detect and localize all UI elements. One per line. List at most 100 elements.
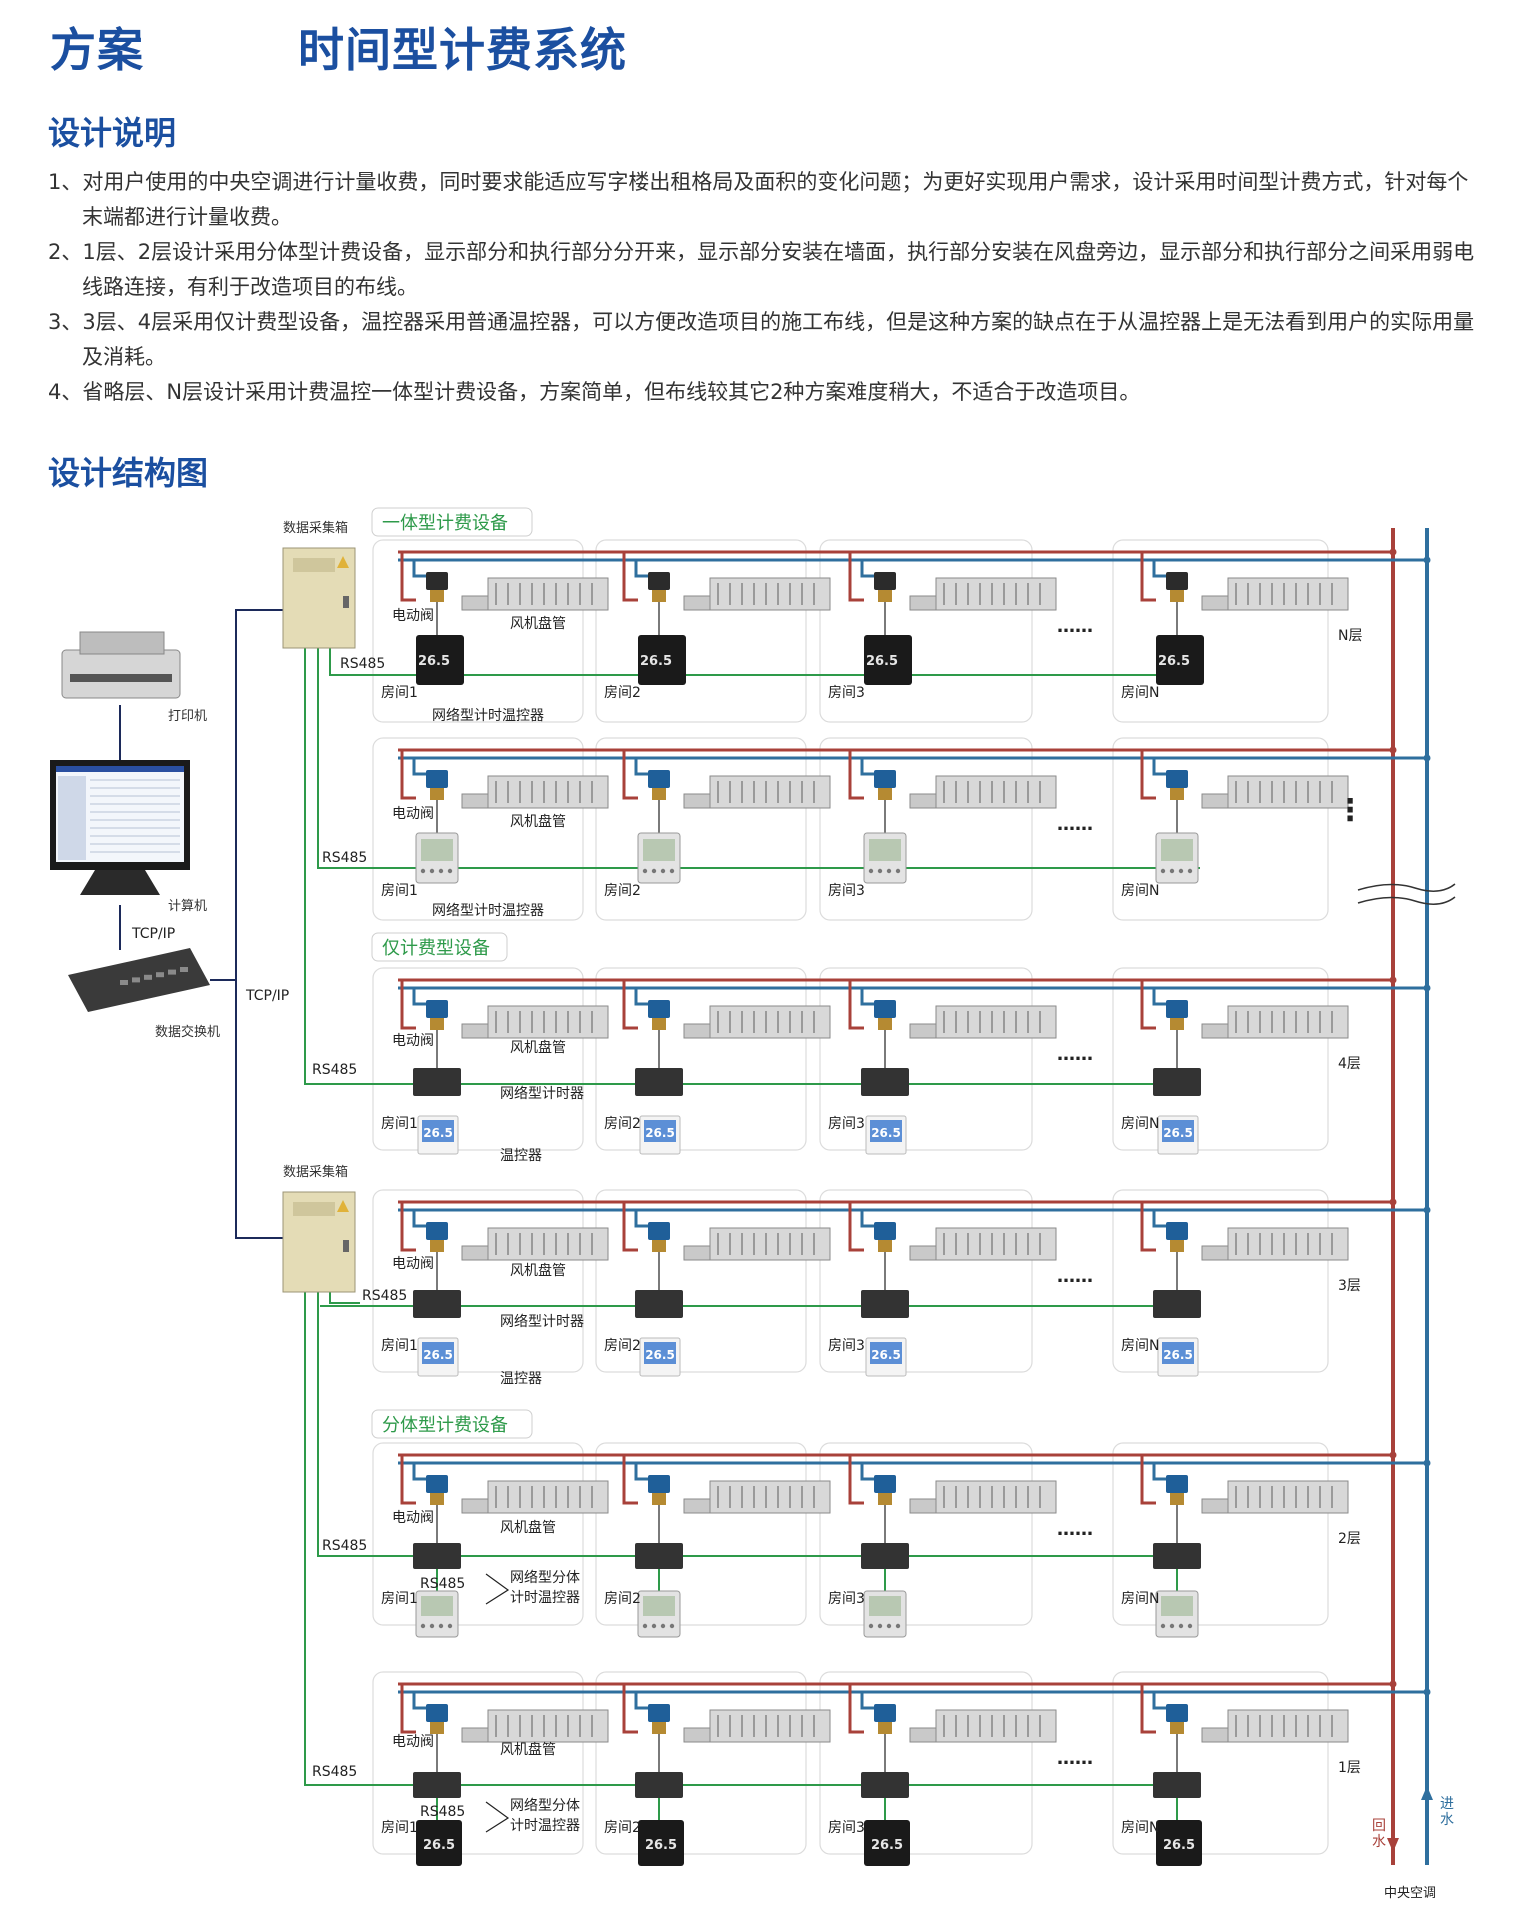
coil-connector (461, 1023, 489, 1039)
thermostat-reading: 26.5 (866, 654, 898, 669)
pipe-joint (1389, 976, 1397, 984)
switch-label: 数据交换机 (155, 1024, 220, 1040)
pipe-joint (1389, 1198, 1397, 1206)
fan-coil-unit-icon (487, 1005, 609, 1039)
rs485-feeder (329, 648, 380, 676)
split-display-dark-icon (1156, 1820, 1202, 1866)
structure-heading: 设计结构图 (48, 454, 209, 492)
network-timer-icon (413, 1068, 461, 1096)
rs485-label: RS485 (420, 1804, 465, 1820)
coil-connector (683, 595, 711, 611)
rs485-label: RS485 (322, 850, 367, 866)
thermostat-button (1160, 1623, 1166, 1629)
floor-label: 2层 (1338, 1531, 1361, 1547)
thermostat-button (1160, 868, 1166, 874)
valve-actuator-icon (648, 1475, 670, 1493)
fan-coil-unit-icon (709, 775, 831, 809)
valve-body-icon (652, 590, 666, 602)
rs485-feeder (317, 1292, 330, 1557)
room-label: 房间1 (381, 1820, 418, 1836)
collector-nameplate (293, 558, 335, 572)
switch-port (180, 967, 188, 972)
rs485-label: RS485 (322, 1538, 367, 1554)
supply-drop-pipe (412, 1692, 426, 1710)
coil-connector (461, 595, 489, 611)
room-label: 房间3 (828, 1591, 865, 1607)
coil-connector (683, 793, 711, 809)
screen-titlebar (56, 766, 184, 772)
thermostat-button (669, 1623, 675, 1629)
thermostat-dark-icon (1156, 635, 1204, 685)
return-drop-pipe (622, 1202, 638, 1252)
network-timer-icon (635, 1068, 683, 1096)
pipe-joint (1389, 1680, 1397, 1688)
return-drop-pipe (622, 1684, 638, 1734)
coil-connector (1201, 1023, 1229, 1039)
thermostat-button (429, 1623, 435, 1629)
supply-water-label: 进 (1440, 1796, 1454, 1812)
coil-connector (1201, 793, 1229, 809)
pipe-joint (1389, 548, 1397, 556)
valve-actuator-icon (874, 1475, 896, 1493)
thermostat-screen (1161, 839, 1193, 861)
network-timer-icon (1153, 1068, 1201, 1096)
coil-connector (461, 1727, 489, 1743)
note-4: 4、省略层、N层设计采用计费温控一体型计费设备，方案简单，但布线较其它2种方案难… (48, 380, 1141, 404)
split-control-unit-icon (861, 1772, 909, 1798)
fan-coil-unit-icon (935, 1227, 1057, 1261)
fan-coil-unit-icon (935, 775, 1057, 809)
thermostat-reading: 26.5 (871, 1838, 903, 1853)
thermostat-reading: 26.5 (871, 1348, 901, 1362)
collector-nameplate (293, 1202, 335, 1216)
data-collector-bottom-label: 数据采集箱 (283, 1164, 348, 1180)
floor-label: 3层 (1338, 1278, 1361, 1294)
valve-actuator-icon (1166, 1704, 1188, 1722)
valve-actuator-icon (1166, 1000, 1188, 1018)
room-label: 房间N (1121, 883, 1159, 899)
valve-actuator-icon (426, 1000, 448, 1018)
coil-connector (909, 793, 937, 809)
thermostat-button (886, 868, 892, 874)
thermostat-label: 温控器 (500, 1148, 542, 1164)
thermostat-button (438, 1623, 444, 1629)
thermostat-button (642, 868, 648, 874)
fan-coil-unit-icon (1227, 1227, 1349, 1261)
coil-connector (909, 1245, 937, 1261)
split-display-dark-icon (416, 1820, 462, 1866)
valve-body-icon (652, 1240, 666, 1252)
return-drop-pipe (1140, 552, 1156, 602)
valve-actuator-icon (648, 770, 670, 788)
fan-coil-unit-icon (1227, 577, 1349, 611)
thermostat-screen (1162, 1120, 1194, 1142)
pipe-joint (1423, 556, 1431, 564)
return-drop-pipe (1140, 980, 1156, 1030)
supply-drop-pipe (634, 988, 648, 1006)
thermostat-reading: 26.5 (423, 1126, 453, 1140)
thermostat-reading: 26.5 (1158, 654, 1190, 669)
return-drop-pipe (1140, 1202, 1156, 1252)
valve-actuator-icon (874, 1222, 896, 1240)
split-controller-label: 计时温控器 (510, 1590, 580, 1606)
valve-body-icon (652, 1493, 666, 1505)
pipe-joint (1423, 754, 1431, 762)
room-label: 房间N (1121, 1338, 1159, 1354)
printer-top (79, 631, 165, 655)
thermostat-reading: 26.5 (418, 654, 450, 669)
network-line (235, 609, 283, 980)
room-label: 房间N (1121, 685, 1159, 701)
thermostat-button (651, 1623, 657, 1629)
thermostat-screen (422, 1120, 454, 1142)
thermostat-button (660, 1623, 666, 1629)
return-water-label: 水 (1372, 1834, 1386, 1850)
network-timer-label: 网络型计时器 (500, 1314, 584, 1330)
valve-body-icon (430, 1493, 444, 1505)
room-label: 房间1 (381, 1116, 418, 1132)
supply-drop-pipe (860, 1692, 874, 1710)
room-label: 房间3 (828, 1338, 865, 1354)
thermostat-reading: 26.5 (1163, 1348, 1193, 1362)
thermostat-button (651, 868, 657, 874)
note-1: 1、对用户使用的中央空调进行计量收费，同时要求能适应写字楼出租格局及面积的变化问… (48, 170, 1469, 229)
coil-connector (1201, 1498, 1229, 1514)
rs485-label: RS485 (312, 1062, 357, 1078)
valve-body-icon (1170, 590, 1184, 602)
